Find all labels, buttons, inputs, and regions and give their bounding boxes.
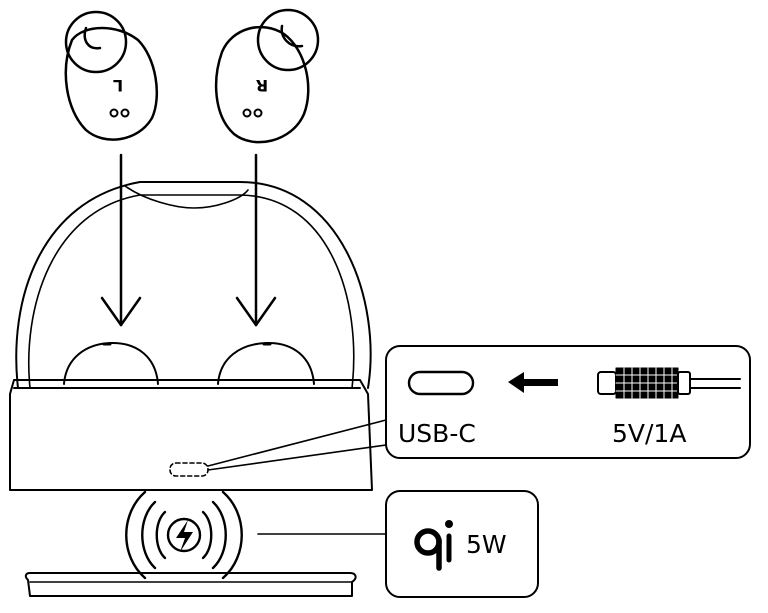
usb-c-plug-icon bbox=[597, 367, 741, 399]
usb-c-receptacle-icon bbox=[407, 370, 475, 396]
charging-case bbox=[9, 181, 373, 491]
down-arrow-icon bbox=[235, 153, 277, 327]
usb-c-label: USB-C bbox=[398, 419, 476, 448]
usb-c-port bbox=[169, 462, 209, 477]
left-earbud: L bbox=[64, 10, 159, 141]
wireless-charging-pad bbox=[24, 572, 357, 597]
lightning-icon bbox=[176, 520, 193, 552]
left-earbud-mark: L bbox=[113, 76, 123, 95]
wireless-callout: 5W bbox=[385, 490, 539, 598]
arrow-left-icon bbox=[508, 372, 558, 393]
usb-callout: USB-C 5V/1A bbox=[207, 345, 751, 471]
right-earbud: R bbox=[214, 8, 320, 144]
down-arrow-icon bbox=[100, 153, 142, 327]
usb-power-label: 5V/1A bbox=[612, 419, 686, 448]
wireless-signal-icon bbox=[125, 490, 243, 580]
qi-logo bbox=[414, 520, 453, 571]
right-earbud-mark: R bbox=[256, 76, 268, 95]
wireless-power-label: 5W bbox=[466, 530, 507, 559]
